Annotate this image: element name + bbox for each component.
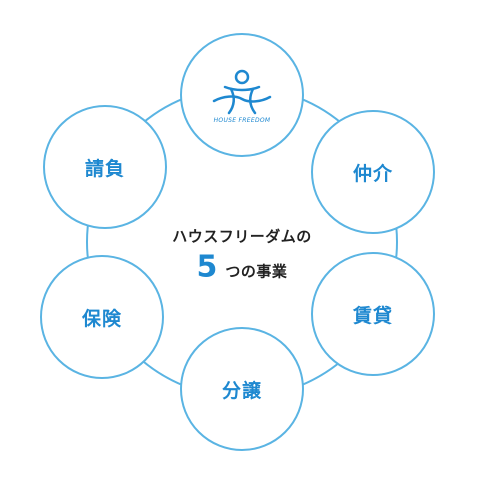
node-label-chukai: 仲介 <box>352 162 393 185</box>
center-title-line2: 5 つの事業 <box>172 249 312 285</box>
house-freedom-logo: HOUSE FREEDOM <box>211 69 273 124</box>
business-count: 5 <box>196 249 218 285</box>
node-label-ukeoi: 請負 <box>84 157 125 180</box>
node-chintai: 賃貸 <box>311 252 435 376</box>
center-title-suffix: つの事業 <box>225 262 288 281</box>
node-ukeoi: 請負 <box>43 105 167 229</box>
node-hoken: 保険 <box>40 255 164 379</box>
house-freedom-logo-icon <box>212 69 272 114</box>
logo-circle: HOUSE FREEDOM <box>180 33 304 157</box>
center-title-line1: ハウスフリーダムの <box>172 227 312 246</box>
node-label-hoken: 保険 <box>81 307 122 330</box>
node-chukai: 仲介 <box>311 110 435 234</box>
node-bunjo: 分譲 <box>180 327 304 451</box>
logo-text: HOUSE FREEDOM <box>213 116 271 124</box>
node-label-chintai: 賃貸 <box>352 304 393 327</box>
node-label-bunjo: 分譲 <box>221 379 262 402</box>
center-title: ハウスフリーダムの 5 つの事業 <box>172 226 312 283</box>
